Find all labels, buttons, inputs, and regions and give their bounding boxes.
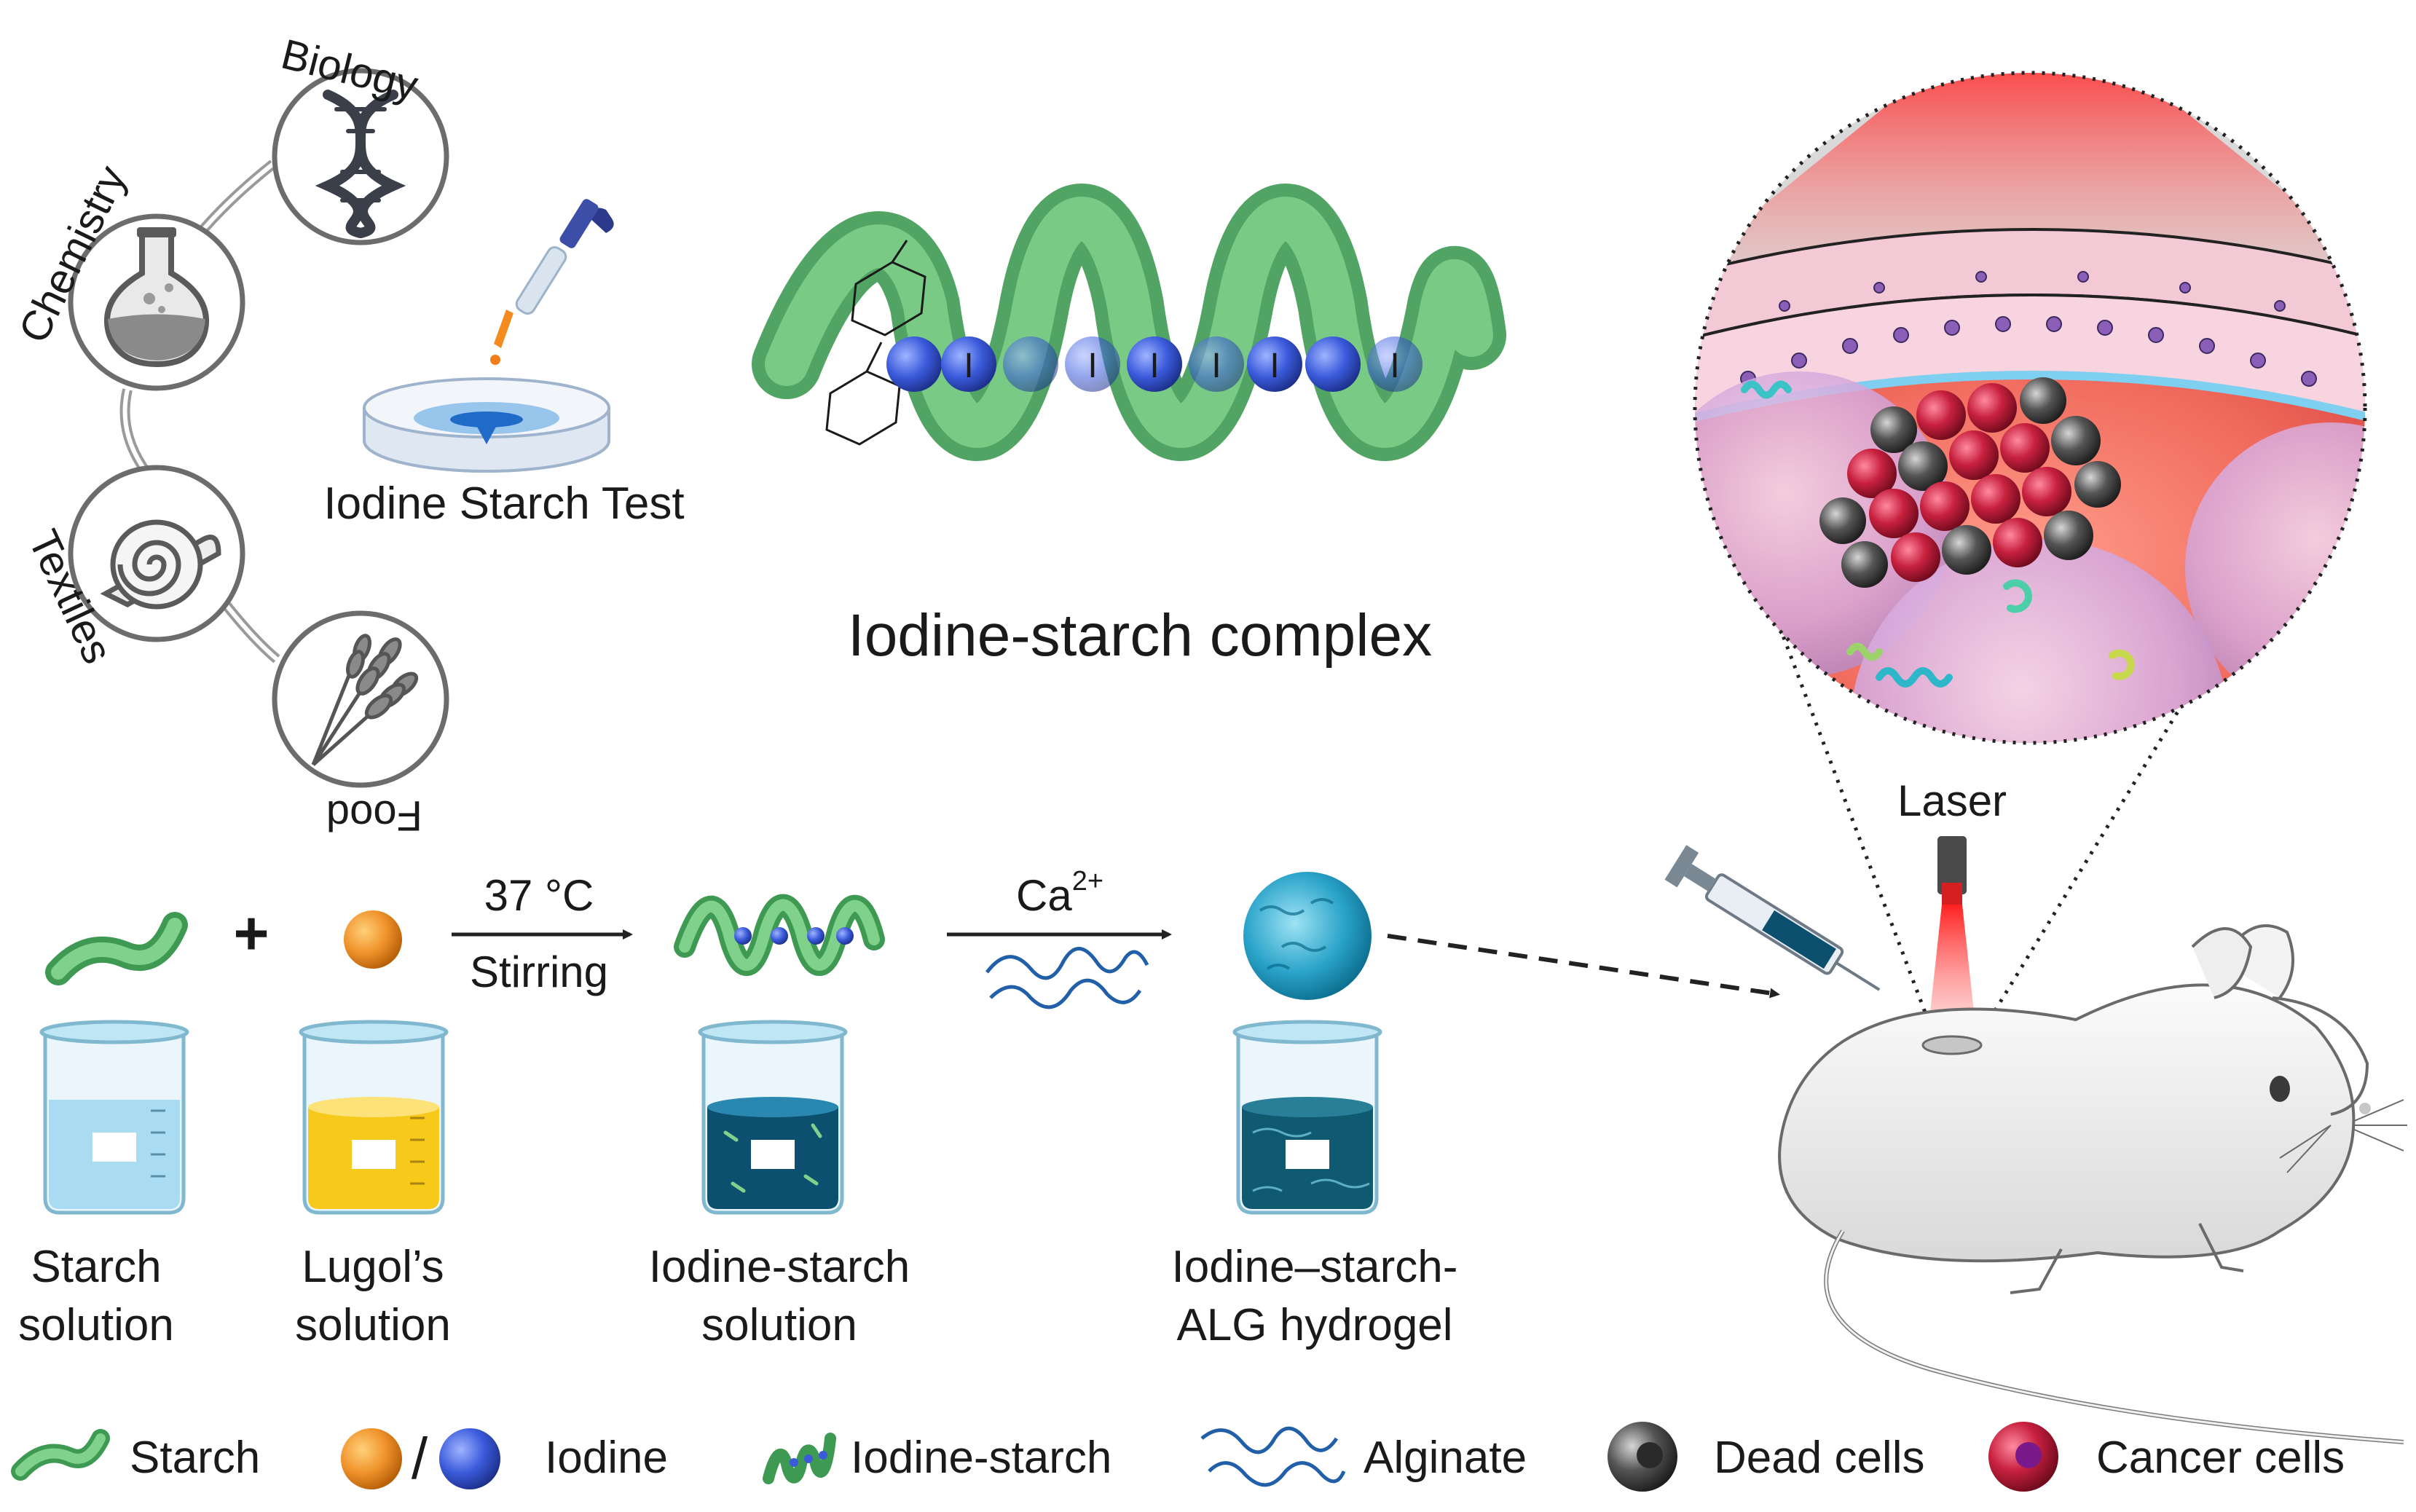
tumor-zoom-view	[1693, 71, 2367, 1047]
legend-iodine: / Iodine	[341, 1426, 668, 1491]
iodine-atom	[941, 336, 996, 392]
iodine-atom	[1367, 336, 1423, 392]
wheat-icon	[311, 634, 419, 766]
synthesis-process: + 37 °C Stirring Ca2+	[18, 866, 1780, 1350]
iodine-atom	[1189, 336, 1244, 392]
beaker-label-line1: Starch	[31, 1242, 161, 1292]
iodine-symbol: I	[1390, 347, 1399, 385]
applications-panel: Biology Chemistry Textiles	[9, 31, 449, 839]
iodine-orange-legend-icon	[341, 1428, 402, 1489]
alginate-strand-icon	[985, 947, 1149, 1009]
iodine-atom	[1247, 336, 1302, 392]
legend-iodine-label: Iodine	[545, 1433, 668, 1483]
hydrogel-bead-icon	[1243, 872, 1372, 1000]
mouse-illustration	[1778, 924, 2407, 1444]
dna-icon	[315, 90, 406, 238]
textiles-circle	[68, 465, 245, 642]
chemistry-circle	[68, 213, 245, 391]
glucose-ring-structures	[825, 240, 926, 446]
legend-dead-cells: Dead cells	[1608, 1422, 1924, 1492]
plus-sign: +	[233, 899, 269, 967]
iodine-blue-legend-icon	[439, 1428, 500, 1489]
iodine-atom	[1305, 336, 1361, 392]
syringe-icon	[1664, 845, 1881, 991]
beaker-label-line2: ALG hydrogel	[1176, 1300, 1452, 1350]
beaker-label-line1: Lugol’s	[302, 1242, 444, 1292]
injection-arrow	[1387, 934, 1780, 999]
biology-circle	[272, 68, 449, 245]
iodine-starch-complex: I I I I I I Iodine-starch complex	[752, 184, 1506, 669]
skin-cell-nuclei	[1740, 271, 2317, 387]
iodine-symbol: I	[1211, 347, 1221, 385]
beaker-label-line1: Iodine–starch-	[1172, 1242, 1458, 1292]
flask-icon	[104, 227, 209, 368]
iodine-starch-particles	[1741, 380, 2135, 688]
beaker-hydrogel	[1235, 1022, 1380, 1213]
legend-slash: /	[412, 1426, 428, 1491]
iodine-symbol: I	[1087, 347, 1097, 385]
iodine-atom	[1127, 336, 1182, 392]
fabric-roll-icon	[100, 519, 221, 610]
iodine-starch-helix-small-icon	[674, 894, 885, 976]
step1-stirring: Stirring	[470, 948, 608, 996]
legend-starch-label: Starch	[130, 1433, 260, 1483]
beaker-label-line2: solution	[295, 1300, 451, 1350]
mouse-treatment: Laser	[1664, 776, 2407, 1444]
step2-calcium: Ca2+	[1016, 866, 1103, 920]
iodine-symbol: I	[1149, 347, 1159, 385]
iodine-atom	[1003, 336, 1058, 392]
legend-iodine-starch: Iodine-starch	[763, 1433, 1111, 1484]
petri-dish-icon	[363, 377, 610, 473]
iodine-atom-chain: I I I I I I	[886, 336, 1423, 392]
iodine-starch-test: Iodine Starch Test	[323, 199, 685, 529]
iodine-symbol: I	[964, 347, 973, 385]
hydrogel-sphere	[1850, 539, 2229, 743]
food-circle	[272, 610, 449, 788]
beaker-starch	[42, 1022, 187, 1213]
beaker-iodine-starch	[700, 1022, 846, 1213]
iodine-atom	[886, 336, 942, 392]
legend-cancer-cells: Cancer cells	[1988, 1422, 2345, 1492]
beaker-label-line1: Iodine-starch	[649, 1242, 910, 1292]
iodine-atom	[1065, 336, 1120, 392]
legend-cancer-cells-label: Cancer cells	[2096, 1433, 2345, 1483]
iodine-starch-test-label: Iodine Starch Test	[323, 479, 684, 529]
legend-alginate-label: Alginate	[1364, 1433, 1527, 1483]
step1-temperature: 37 °C	[484, 871, 594, 920]
beaker-lugol	[301, 1022, 446, 1213]
alginate-legend-icon	[1200, 1426, 1346, 1487]
zoom-circle-border	[1693, 71, 2367, 745]
legend-iodine-starch-label: Iodine-starch	[851, 1433, 1111, 1483]
laser-label: Laser	[1897, 776, 2007, 825]
laser-beam	[1695, 73, 2365, 277]
tumor-cell-cluster	[1819, 377, 2121, 588]
iodine-ball-icon	[344, 910, 402, 969]
legend-alginate: Alginate	[1200, 1426, 1527, 1487]
beaker-label-line2: solution	[18, 1300, 174, 1350]
starch-helix	[752, 184, 1506, 461]
iodine-starch-legend-icon	[763, 1433, 836, 1484]
food-label: Food	[326, 792, 422, 839]
legend: Starch / Iodine Iodine-starch Alginate D…	[11, 1422, 2345, 1492]
complex-title: Iodine-starch complex	[848, 602, 1432, 669]
iodine-symbol: I	[1270, 347, 1279, 385]
dropper-icon	[490, 199, 614, 365]
legend-starch: Starch	[11, 1429, 260, 1483]
beaker-label-line2: solution	[701, 1300, 857, 1350]
legend-dead-cells-label: Dead cells	[1714, 1433, 1924, 1483]
